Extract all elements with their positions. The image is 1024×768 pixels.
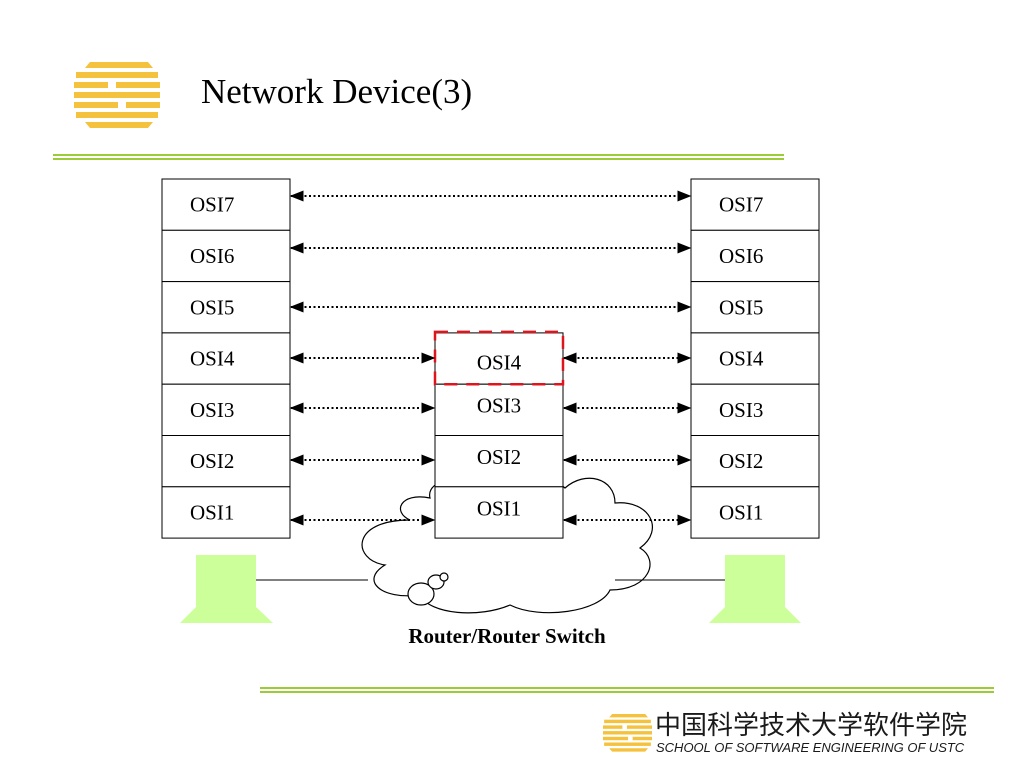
layer-box	[690, 383, 820, 437]
layer-box	[161, 332, 291, 385]
layer-label: OSI4	[477, 350, 522, 374]
school-name-en: SCHOOL OF SOFTWARE ENGINEERING OF USTC	[656, 740, 965, 755]
left-terminal	[180, 555, 273, 623]
left-layer-osi3: OSI3	[161, 383, 291, 437]
layer-label: OSI5	[719, 295, 763, 319]
layer-label: OSI2	[190, 449, 234, 473]
layer-box	[161, 486, 291, 539]
layer-label: OSI6	[190, 244, 234, 268]
layer-box	[434, 383, 564, 437]
layer-label: OSI7	[190, 193, 234, 217]
footer-logo-icon	[603, 714, 653, 752]
peer-arrows	[289, 190, 692, 526]
footer-rule	[260, 687, 994, 693]
left-layer-osi6: OSI6	[161, 229, 291, 283]
school-logo-icon	[74, 62, 160, 128]
layer-label: OSI7	[719, 193, 763, 217]
layer-box	[690, 486, 820, 539]
layer-label: OSI1	[477, 496, 521, 520]
layer-label: OSI3	[477, 394, 521, 418]
osi-stacks: OSI7OSI6OSI5OSI4OSI3OSI2OSI1OSI7OSI6OSI5…	[161, 178, 820, 539]
school-name-cn: 中国科学技术大学软件学院	[655, 711, 968, 741]
right-layer-osi1: OSI1	[690, 486, 820, 539]
layer-box	[434, 332, 564, 385]
left-layer-osi7: OSI7	[161, 178, 291, 231]
left-layer-osi5: OSI5	[161, 281, 291, 334]
layer-label: OSI1	[719, 500, 763, 524]
layer-box	[690, 178, 820, 231]
layer-box	[434, 435, 564, 488]
layer-label: OSI5	[190, 295, 234, 319]
layer-label: OSI6	[719, 244, 763, 268]
title-rule	[53, 154, 784, 160]
layer-box	[161, 178, 291, 231]
layer-label: OSI4	[190, 347, 235, 371]
layer-box	[690, 435, 820, 488]
device-caption: Router/Router Switch	[408, 624, 606, 648]
layer-box	[161, 383, 291, 437]
right-layer-osi4: OSI4	[690, 332, 820, 385]
layer-label: OSI2	[477, 445, 521, 469]
right-terminal	[709, 555, 801, 623]
layer-label: OSI4	[719, 347, 764, 371]
center-layer-osi3: OSI3	[434, 383, 564, 437]
layer-box	[690, 229, 820, 283]
center-layer-osi2: OSI2	[434, 435, 564, 488]
right-layer-osi6: OSI6	[690, 229, 820, 283]
right-layer-osi2: OSI2	[690, 435, 820, 488]
layer-label: OSI3	[719, 398, 763, 422]
layer-label: OSI2	[719, 449, 763, 473]
right-layer-osi3: OSI3	[690, 383, 820, 437]
layer-label: OSI3	[190, 398, 234, 422]
center-layer-osi4: OSI4	[434, 332, 564, 385]
left-layer-osi4: OSI4	[161, 332, 291, 385]
layer-label: OSI1	[190, 500, 234, 524]
right-layer-osi5: OSI5	[690, 281, 820, 334]
layer-box	[161, 281, 291, 334]
left-layer-osi2: OSI2	[161, 435, 291, 488]
layer-box	[161, 229, 291, 283]
layer-box	[690, 281, 820, 334]
right-layer-osi7: OSI7	[690, 178, 820, 231]
center-layer-osi1: OSI1	[434, 486, 564, 539]
left-layer-osi1: OSI1	[161, 486, 291, 539]
slide-title: Network Device(3)	[201, 72, 473, 111]
layer-box	[434, 486, 564, 539]
